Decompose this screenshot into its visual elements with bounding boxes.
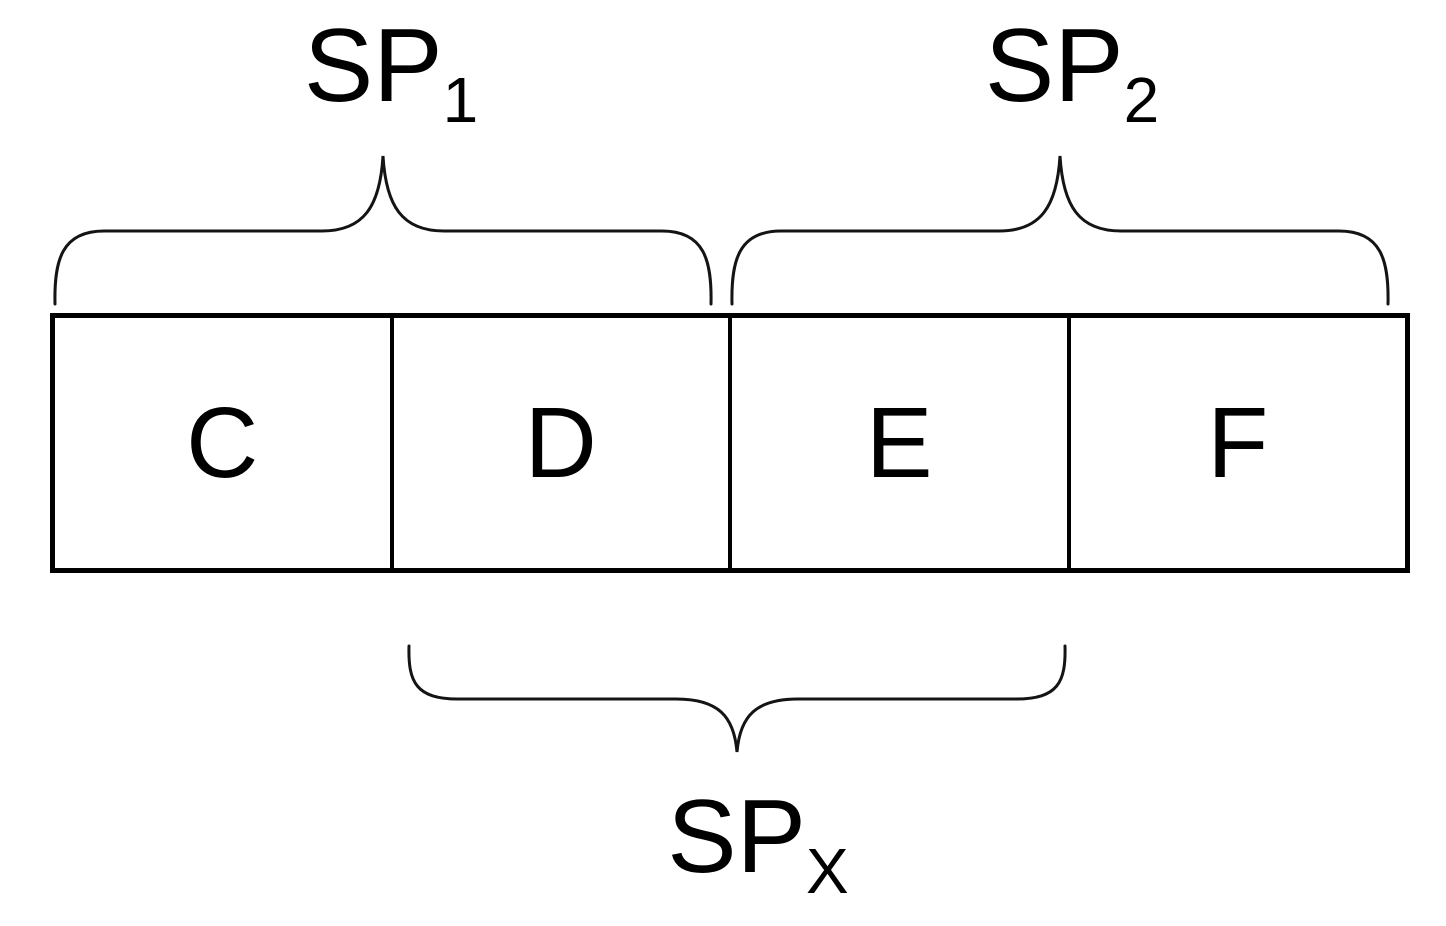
- box-d: D: [389, 318, 729, 568]
- brace-sp2: [730, 155, 1390, 306]
- box-e-label: E: [865, 387, 933, 499]
- label-sp1-text: SP: [303, 8, 443, 124]
- box-c-label: C: [186, 387, 259, 499]
- box-d-label: D: [524, 387, 597, 499]
- box-f-label: F: [1207, 387, 1269, 499]
- box-c: C: [55, 318, 390, 568]
- label-sp2-text: SP: [984, 8, 1124, 124]
- label-sp1: SP1: [304, 14, 478, 132]
- label-sp2: SP2: [985, 14, 1159, 132]
- brace-sp1: [53, 155, 713, 306]
- box-e: E: [728, 318, 1067, 568]
- label-spx: SPX: [667, 785, 848, 903]
- label-sp1-subscript: 1: [442, 64, 479, 137]
- label-spx-subscript: X: [806, 835, 849, 908]
- label-sp2-subscript: 2: [1123, 64, 1160, 137]
- label-spx-text: SP: [667, 779, 807, 895]
- box-row: C D E F: [50, 313, 1410, 573]
- box-f: F: [1066, 318, 1406, 568]
- brace-spx: [407, 644, 1067, 753]
